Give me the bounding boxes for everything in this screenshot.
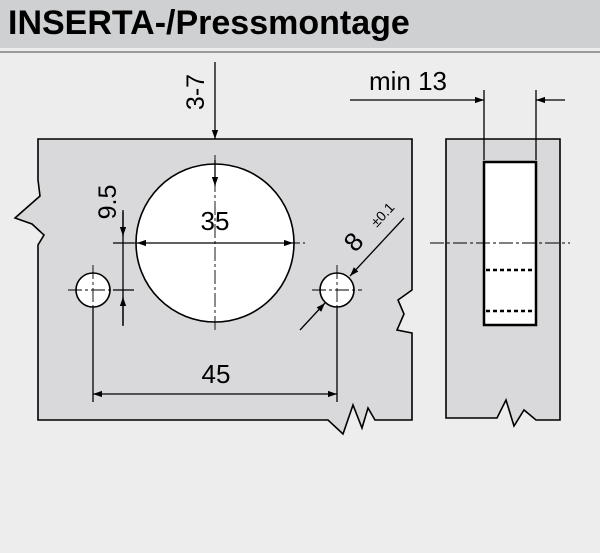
hinge-insert bbox=[482, 160, 538, 327]
insert-hidden-lines bbox=[486, 268, 534, 313]
edge-offset-label: 9.5 bbox=[94, 185, 122, 220]
header-divider bbox=[0, 51, 600, 53]
pin-spacing-dimension bbox=[92, 308, 338, 402]
header-bar: INSERTA-/Pressmontage bbox=[0, 0, 600, 48]
edge-offset-dimension bbox=[113, 160, 219, 326]
pin-spacing-label: 45 bbox=[202, 359, 231, 389]
min-thickness-label: min 13 bbox=[369, 66, 447, 96]
min-thickness-dimension bbox=[350, 90, 565, 160]
depth-range-label: 3-7 bbox=[182, 74, 210, 110]
page-title: INSERTA-/Pressmontage bbox=[8, 4, 410, 42]
cup-diameter-label: 35 bbox=[201, 206, 230, 236]
pin-diameter-dimension bbox=[299, 217, 405, 331]
